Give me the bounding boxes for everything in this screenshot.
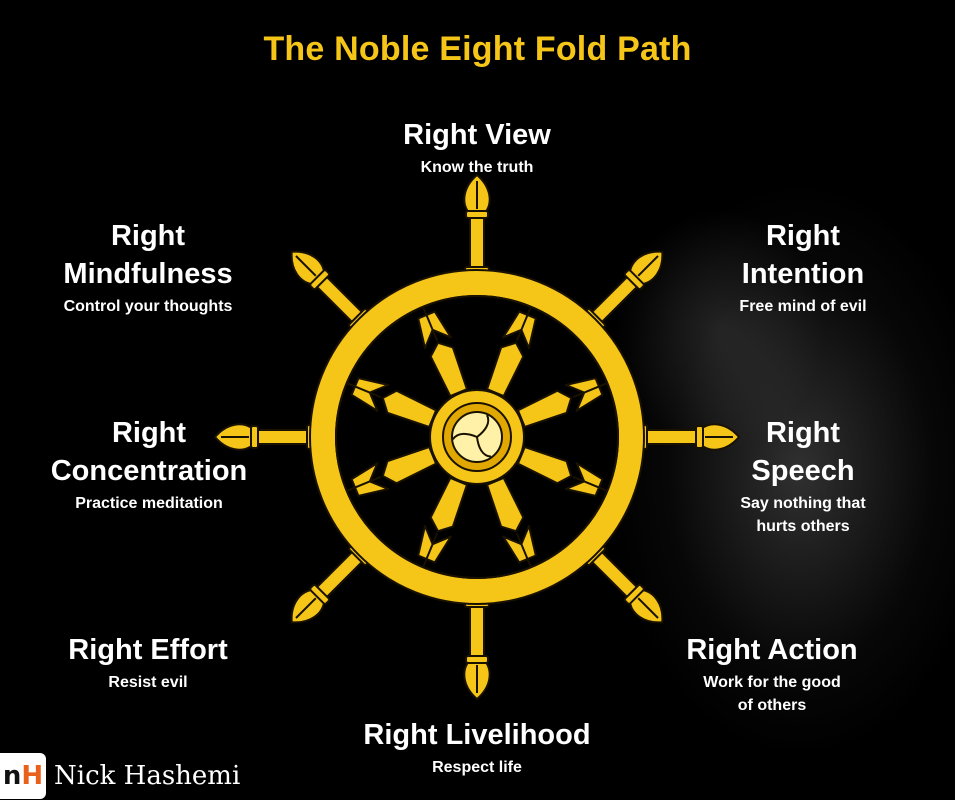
wheel-spoke: [214, 423, 330, 451]
wheel-inner-spoke: [516, 446, 607, 497]
node-right-intention: Right Intention Free mind of evil: [703, 217, 903, 318]
brand-logo-h: H: [21, 761, 44, 791]
wheel-inner-spoke: [486, 307, 537, 398]
node-title-line2: Speech: [751, 455, 855, 487]
node-right-action: Right Action Work for the good of others: [662, 631, 882, 717]
node-desc: Know the truth: [420, 159, 534, 176]
node-title-line1: Right: [765, 417, 841, 449]
node-desc: Free mind of evil: [739, 298, 867, 315]
node-desc: Control your thoughts: [63, 298, 233, 315]
node-title-line2: Intention: [741, 258, 865, 290]
node-title-line1: Right: [110, 220, 186, 252]
node-desc: Resist evil: [108, 674, 188, 691]
wheel-inner-spoke: [516, 377, 607, 428]
brand-logo-n: n: [2, 761, 22, 791]
node-right-concentration: Right Concentration Practice meditation: [29, 414, 269, 515]
node-title: Right Effort: [68, 634, 228, 666]
brand-name: Nick Hashemi: [54, 761, 241, 791]
node-desc-line2: of others: [737, 697, 807, 714]
node-title: Right View: [403, 119, 551, 151]
node-right-livelihood: Right Livelihood Respect life: [337, 716, 617, 779]
wheel-inner-spoke: [347, 377, 438, 428]
node-right-mindfulness: Right Mindfulness Control your thoughts: [38, 217, 258, 318]
node-desc: Respect life: [432, 759, 522, 776]
node-desc: Practice meditation: [75, 495, 223, 512]
wheel-spoke: [624, 423, 740, 451]
node-title: Right Livelihood: [363, 719, 591, 751]
wheel-inner-spoke: [486, 476, 537, 567]
node-title: Right Action: [686, 634, 858, 666]
wheel-inner-spoke: [417, 476, 468, 567]
node-title-line1: Right: [111, 417, 187, 449]
node-right-view: Right View Know the truth: [377, 116, 577, 179]
node-desc-line1: Work for the good: [703, 674, 841, 691]
wheel-inner-spoke: [347, 446, 438, 497]
wheel-inner-spoke: [417, 307, 468, 398]
node-right-effort: Right Effort Resist evil: [38, 631, 258, 694]
node-title-line2: Concentration: [50, 455, 248, 487]
node-right-speech: Right Speech Say nothing that hurts othe…: [703, 414, 903, 538]
page-title: The Noble Eight Fold Path: [263, 30, 692, 68]
node-title-line2: Mindfulness: [63, 258, 233, 290]
node-title-line1: Right: [765, 220, 841, 252]
node-desc-line2: hurts others: [756, 518, 850, 535]
node-desc-line1: Say nothing that: [740, 495, 866, 512]
